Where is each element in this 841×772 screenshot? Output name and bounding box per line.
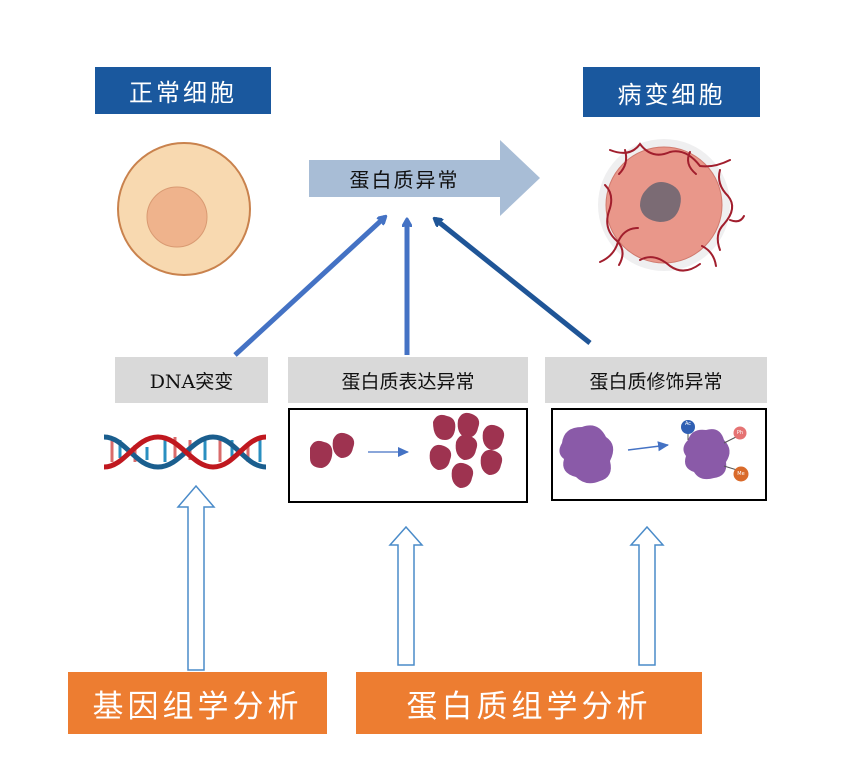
normal-cell-title: 正常细胞 xyxy=(95,67,271,114)
phospho-tag-label: Ph xyxy=(736,430,744,436)
genomics-analysis-box: 基因组学分析 xyxy=(68,672,327,734)
methyl-tag-icon xyxy=(733,466,749,482)
protein-expression-panel xyxy=(288,408,528,503)
modification-to-protein-arrow xyxy=(435,219,592,345)
protein-abnormality-arrow-shape xyxy=(309,140,540,216)
protein-modification-abnormality-label: 蛋白质修饰异常 xyxy=(545,357,767,403)
normal-cell-icon xyxy=(117,142,251,276)
protein-expression-abnormality-label: 蛋白质表达异常 xyxy=(288,357,528,403)
protein-modification-panel xyxy=(551,408,767,501)
expression-up-arrow xyxy=(388,525,424,666)
diseased-cell-title: 病变细胞 xyxy=(583,67,760,117)
protein-abnormality-label: 蛋白质异常 xyxy=(349,168,460,192)
protein-modified xyxy=(683,429,730,480)
dna-helix-icon xyxy=(103,434,267,470)
protein-unmodified xyxy=(559,425,614,484)
dna-mutation-label: DNA突变 xyxy=(115,357,268,403)
protein-modification-illustration xyxy=(559,420,749,484)
methyl-tag-label: Me xyxy=(737,471,745,477)
protein-expression-illustration xyxy=(310,412,505,488)
genomics-up-arrow xyxy=(176,484,216,671)
diseased-cell-icon xyxy=(598,139,745,272)
acetyl-tag-label: Ac xyxy=(684,421,692,427)
acetyl-tag-icon xyxy=(681,420,695,434)
protein-cluster-after xyxy=(429,412,505,488)
dna-to-protein-arrow xyxy=(233,217,385,357)
protein-cluster-before xyxy=(310,432,355,468)
modification-up-arrow xyxy=(629,525,665,666)
phospho-tag-icon xyxy=(733,426,747,440)
proteomics-analysis-box: 蛋白质组学分析 xyxy=(356,672,702,734)
